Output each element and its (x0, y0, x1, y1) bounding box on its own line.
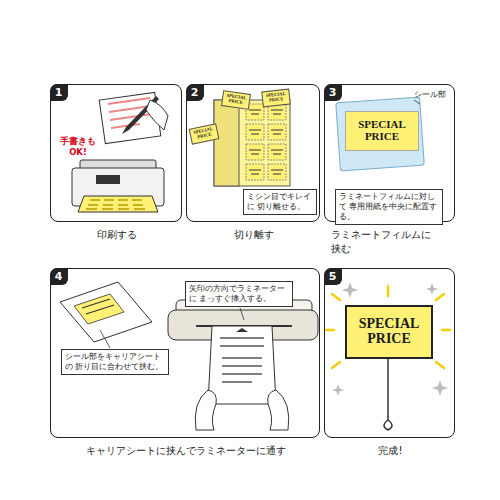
callout-box: シール部をキャリアシートの 折り目に合わせて挟む。 (61, 349, 169, 375)
tag-print (82, 299, 114, 314)
step-caption: キャリアシートに挟んでラミネーターに通す (51, 444, 321, 458)
step-caption: 完成! (325, 444, 456, 458)
callout-text: シール部をキャリアシートの 折り目に合わせて挟む。 (65, 352, 163, 371)
callout-text: ラミネートフィルムに対して 専用用紙を中央に配置する。 (339, 192, 437, 221)
step-caption: 印刷する (51, 228, 183, 242)
direction-arrow (236, 328, 248, 332)
tag-in-carrier (74, 294, 124, 324)
leader-line (414, 100, 420, 104)
step-number: 4 (50, 268, 68, 285)
callout-box: ラミネートフィルムに対して 専用用紙を中央に配置する。 (335, 189, 443, 225)
step-panel: 4キャリアシートに挟んでラミネーターに通す矢印の方向でラミネーターに まっすぐ挿… (50, 268, 320, 438)
step-panel: 5完成!SPECIAL PRICE (324, 268, 455, 438)
step-caption: 切り離す (187, 228, 321, 242)
tag-sheet (214, 100, 290, 186)
carrier-sheet (60, 282, 152, 342)
step-caption: ラミネートフィルムに 挟む (331, 228, 441, 255)
sheet-print (220, 338, 264, 382)
price-sign: SPECIAL PRICE (345, 305, 433, 359)
step-panel: 3ラミネートフィルムに 挟むSPECIAL PRICEラミネートフィルムに対して… (324, 84, 455, 222)
left-hand (195, 390, 216, 430)
hand (146, 100, 168, 130)
inserted-sheet (208, 326, 276, 404)
step-number: 2 (186, 84, 204, 101)
step-number: 1 (50, 84, 68, 101)
printer-display (96, 175, 120, 184)
step-number: 5 (324, 268, 342, 285)
tag-print (249, 110, 283, 174)
callout-text: ミシン目でキレイに 切り離せる。 (247, 192, 311, 211)
sign-text: SPECIAL PRICE (349, 119, 415, 142)
printed-sheet (78, 196, 158, 212)
price-sign: SPECIAL PRICE (345, 111, 419, 151)
perforated-tags (246, 104, 286, 180)
step-panel: 2切り離すミシン目でキレイに 切り離せる。 (186, 84, 320, 222)
callout-box: 矢印の方向でラミネーターに まっすぐ挿入する。 (185, 281, 293, 307)
leader-line (100, 330, 110, 348)
printed-tags (86, 200, 145, 209)
price-tag: SPECIAL PRICE (189, 123, 220, 144)
sign-text: SPECIAL PRICE (349, 317, 429, 346)
card-stand (384, 358, 392, 430)
step-number: 3 (324, 84, 342, 101)
right-hand (268, 390, 289, 430)
price-tag: SPECIAL PRICE (221, 90, 251, 109)
shine-rays (326, 286, 450, 368)
folded-edge (214, 100, 239, 186)
laminate-film (336, 97, 425, 171)
note-label: 手書きも OK! (58, 136, 98, 157)
callout-box: ミシン目でキレイに 切り離せる。 (243, 189, 317, 215)
leader-line (240, 308, 244, 320)
sparkles (332, 282, 448, 396)
note-label: シール部 (410, 90, 450, 100)
callout-text: 矢印の方向でラミネーターに まっすぐ挿入する。 (189, 284, 285, 303)
price-tag: SPECIAL PRICE (261, 89, 290, 107)
